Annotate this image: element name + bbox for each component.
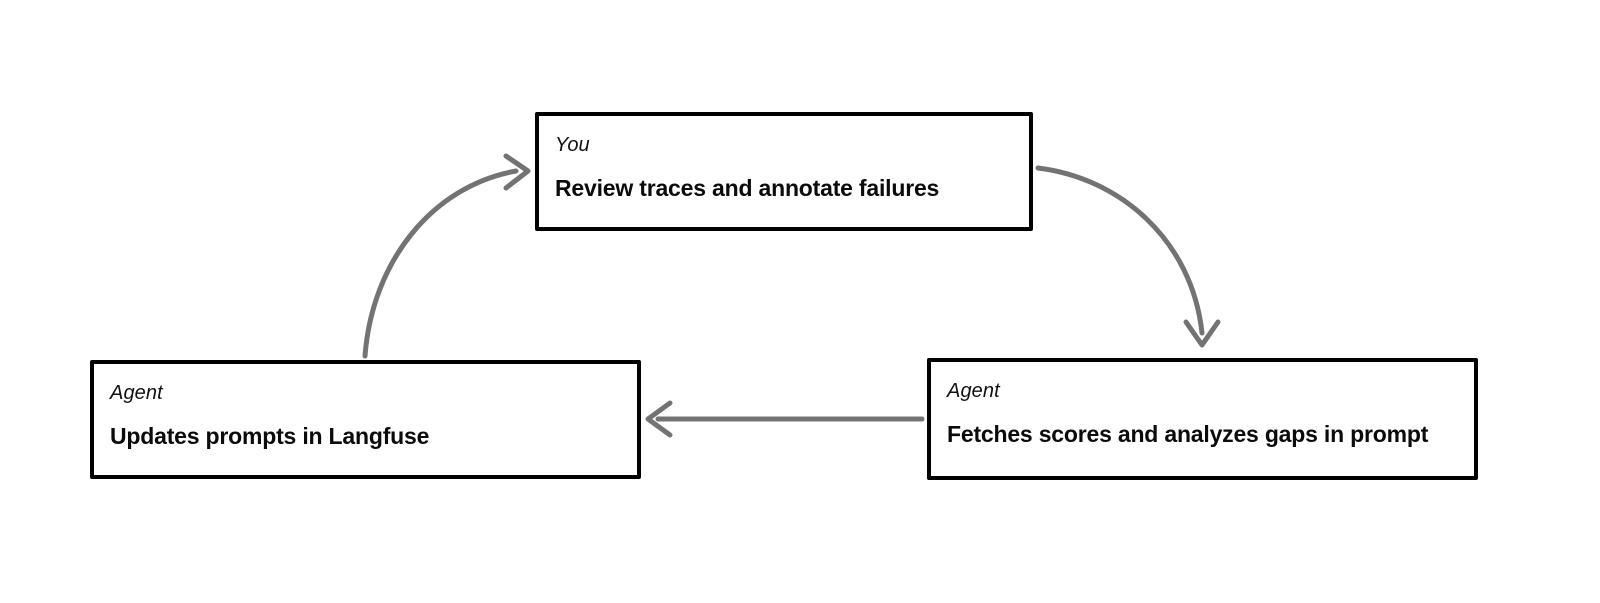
edge-you-to-fetches-path [1035,165,1205,336]
edge-updates-to-you-path [362,168,519,359]
node-fetches-scores-title: Fetches scores and analyzes gaps in prom… [947,421,1429,447]
node-updates-prompts-title: Updates prompts in Langfuse [110,423,430,449]
node-you-title: Review traces and annotate failures [555,175,940,201]
arrowhead-down-icon [1183,319,1221,348]
arrowhead-right-icon [503,153,531,191]
node-updates-prompts-role: Agent [110,382,163,404]
node-fetches-scores-role: Agent [947,380,1000,402]
edge-you-to-fetches [1035,165,1221,348]
node-fetches-scores[interactable]: Agent Fetches scores and analyzes gaps i… [927,358,1478,480]
edge-updates-to-you [362,153,531,359]
edge-fetches-to-updates [645,400,925,438]
node-you[interactable]: You Review traces and annotate failures [535,112,1033,231]
node-you-role: You [555,134,590,156]
arrowhead-left-icon [645,400,673,438]
node-updates-prompts[interactable]: Agent Updates prompts in Langfuse [90,360,641,479]
